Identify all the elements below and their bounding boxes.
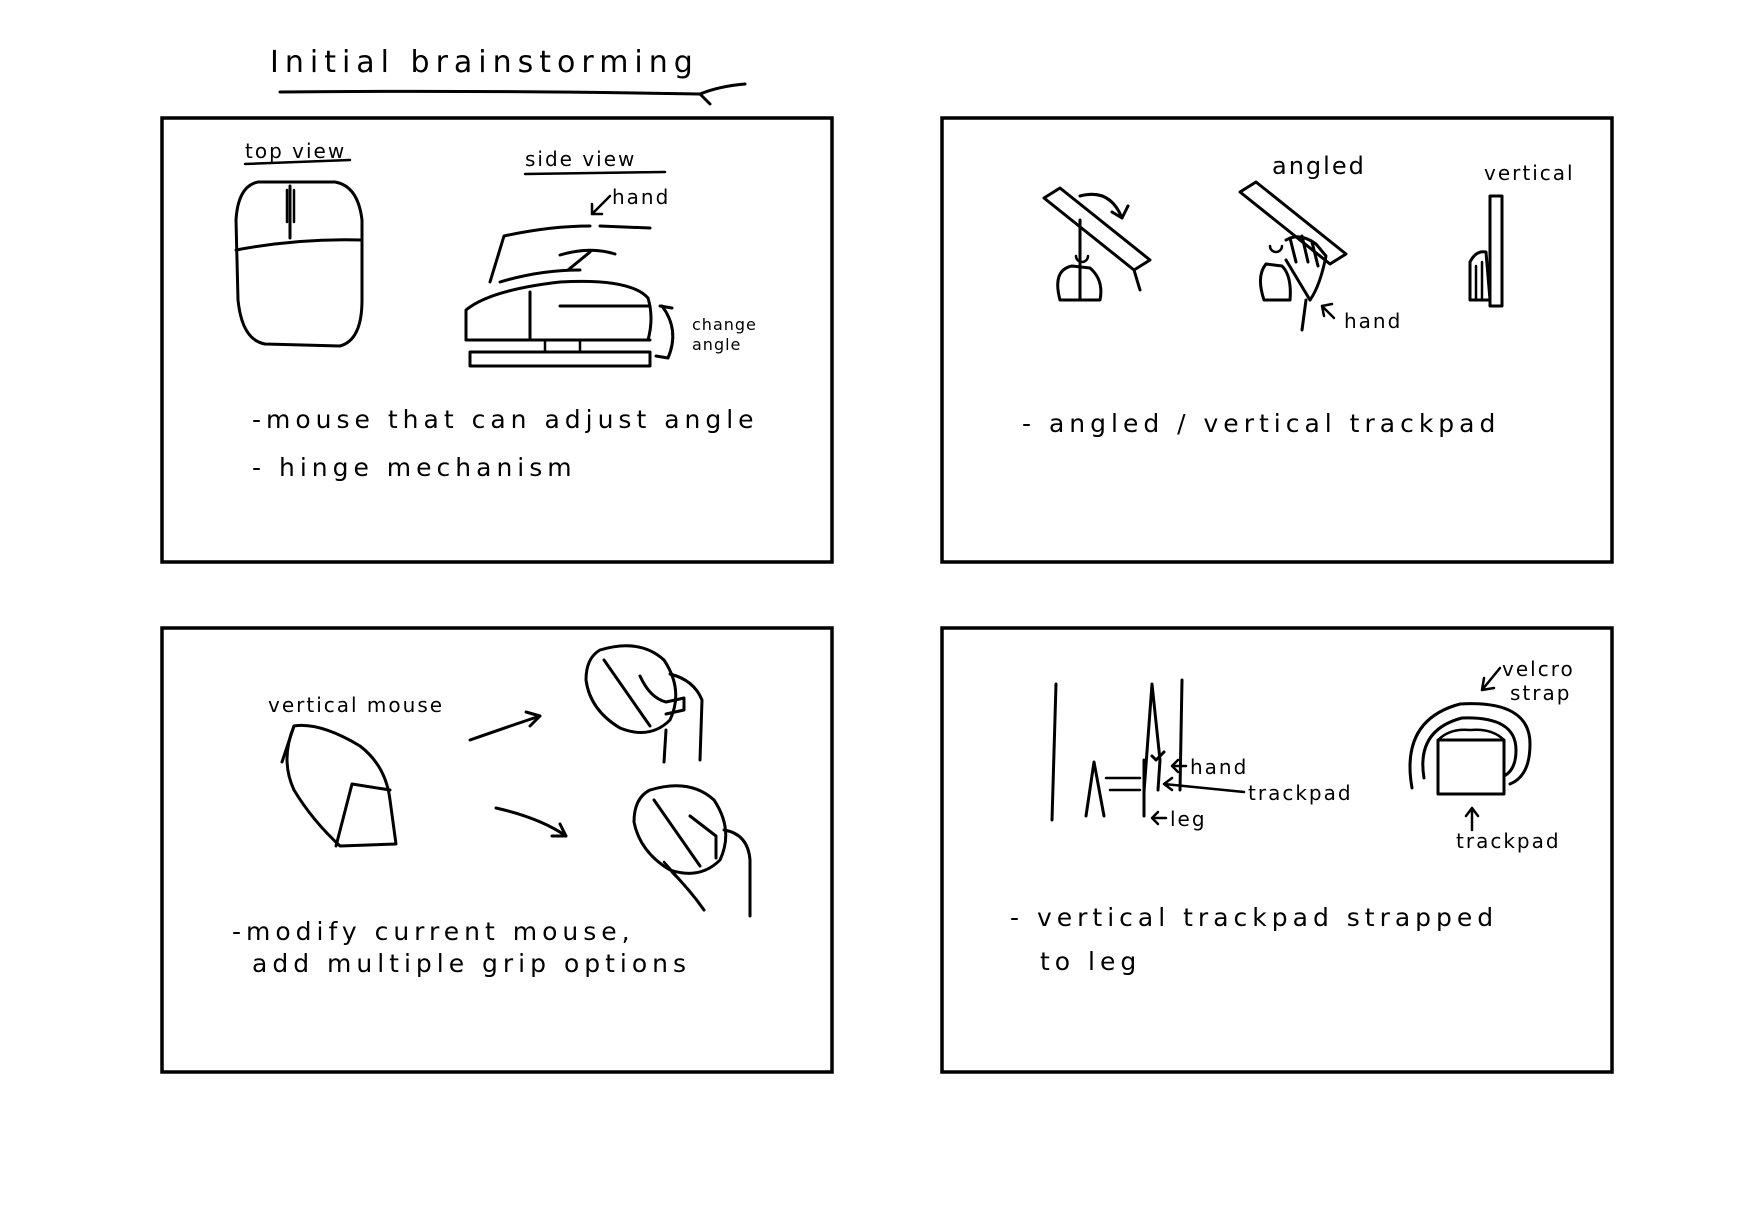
angled-trackpad-sketch-1 [1042, 186, 1152, 302]
note-line-2: to leg [1040, 947, 1141, 976]
hand-arrow [1170, 758, 1188, 774]
angled-trackpad-sketch-2 [1238, 180, 1348, 332]
panel-frame [160, 116, 834, 564]
trackpad-2-label: trackpad [1456, 829, 1561, 853]
vertical-mouse-label: vertical mouse [268, 693, 444, 717]
panel-frame [940, 626, 1614, 1074]
hand-label: hand [612, 185, 670, 209]
grip-option-2-sketch [632, 784, 752, 918]
vertical-mouse-sketch [280, 723, 398, 848]
velcro-arrow [1480, 666, 1502, 692]
trackpad-label: trackpad [1248, 781, 1353, 805]
note-line-2: - hinge mechanism [252, 453, 577, 482]
title-text: Initial brainstorming [270, 45, 699, 80]
panel-leg-trackpad: hand trackpad leg velcro strap trackpad … [940, 626, 1614, 1074]
velcro-label-line2: strap [1510, 681, 1571, 705]
note-line-1: - vertical trackpad strapped [1010, 903, 1498, 932]
angled-label: angled [1272, 152, 1366, 180]
grip-option-1-sketch [584, 644, 704, 764]
arrow-to-grip-1 [468, 710, 542, 742]
arrow-to-grip-2 [494, 806, 568, 838]
change-angle-label-line2: angle [692, 335, 741, 354]
panel-frame [940, 116, 1614, 564]
leg-trackpad-side-sketch [1050, 678, 1184, 822]
leg-label: leg [1170, 807, 1207, 831]
panel-angled-trackpad: angled hand vertical - angled / vertical… [940, 116, 1614, 564]
trackpad-arrow [1162, 776, 1246, 794]
vertical-trackpad-sketch [1468, 194, 1504, 308]
trackpad-2-arrow [1464, 806, 1480, 832]
panel-vertical-mouse: vertical mouse -modify current mouse, ad… [160, 626, 834, 1074]
title-underline [278, 82, 747, 106]
mouse-top-view-sketch [234, 180, 364, 348]
side-view-label: side view [525, 147, 636, 171]
velcro-strap-sketch [1408, 702, 1532, 796]
note-line-1: -mouse that can adjust angle [252, 405, 759, 434]
note-line-1: - angled / vertical trackpad [1022, 409, 1500, 438]
leg-arrow [1150, 810, 1168, 826]
velcro-label-line1: velcro [1502, 657, 1575, 681]
hand-label: hand [1190, 755, 1248, 779]
top-view-underline [243, 158, 352, 166]
mouse-side-view-sketch [464, 224, 675, 368]
page-title: Initial brainstorming [270, 45, 747, 106]
side-view-underline [523, 170, 667, 176]
hand-arrow [590, 194, 612, 216]
note-line-2: add multiple grip options [252, 949, 691, 978]
hand-label: hand [1344, 309, 1402, 333]
vertical-label: vertical [1484, 161, 1575, 185]
panel-frame [160, 626, 834, 1074]
note-line-1: -modify current mouse, [232, 917, 635, 946]
change-angle-label-line1: change [692, 315, 757, 334]
panel-adjustable-mouse: top view side view hand change angle -mo… [160, 116, 834, 564]
top-view-label: top view [245, 139, 346, 163]
